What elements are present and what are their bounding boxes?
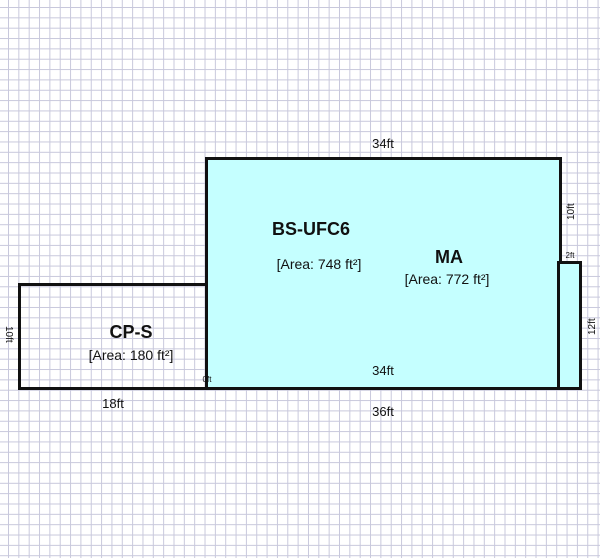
dimension-outer-bottom: 36ft	[372, 404, 394, 419]
dimension-top: 34ft	[372, 136, 394, 151]
dimension-right-upper: 10ft	[566, 203, 577, 220]
room-name-bs-ufc6: BS-UFC6	[271, 219, 351, 239]
dimension-cps-bottom: 18ft	[102, 396, 124, 411]
room-name-ma: MA	[435, 247, 463, 267]
room-area-bs-ufc6: [Area: 748 ft²]	[276, 256, 362, 272]
dimension-cps-left: 10ft	[3, 326, 14, 343]
room-step[interactable]	[557, 261, 582, 390]
dimension-inner-bottom: 34ft	[372, 363, 394, 378]
room-bs-ufc6-ma[interactable]	[205, 157, 562, 390]
room-name-cp-s: CP-S	[109, 322, 153, 342]
room-area-ma: [Area: 772 ft²]	[404, 271, 490, 287]
dimension-right-lower: 12ft	[587, 318, 598, 335]
dimension-corner: 0ft	[202, 375, 212, 384]
dimension-right-step: 2ft	[565, 251, 575, 260]
room-area-cp-s: [Area: 180 ft²]	[88, 347, 174, 363]
